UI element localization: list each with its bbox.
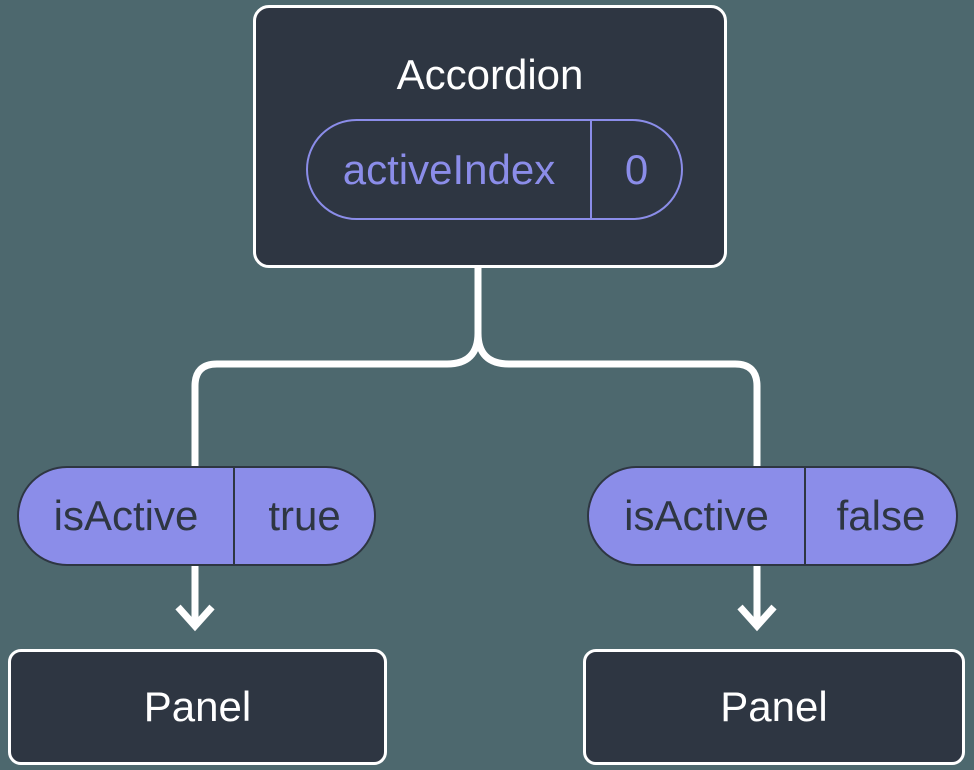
panel-component-node-right: Panel <box>583 649 965 765</box>
connector-right-branch <box>474 266 761 624</box>
prop-name-label: isActive <box>53 492 199 539</box>
component-title: Accordion <box>396 51 584 98</box>
arrow-down-left-icon <box>175 604 215 632</box>
state-pill-activeindex: activeIndex 0 <box>306 119 683 220</box>
prop-pill-isactive-true: isActive true <box>17 466 376 566</box>
prop-name-label: isActive <box>624 492 769 539</box>
accordion-component-node: Accordion activeIndex 0 <box>253 5 727 268</box>
arrow-down-right-icon <box>737 604 777 632</box>
state-name-label: activeIndex <box>342 145 556 193</box>
prop-pill-isactive-false: isActive false <box>587 466 958 566</box>
state-value-label: 0 <box>590 121 681 218</box>
prop-value-label: false <box>804 468 956 564</box>
component-title: Panel <box>720 683 828 730</box>
component-title: Panel <box>143 683 252 730</box>
connector-left-branch <box>191 266 482 624</box>
prop-value-label: true <box>233 468 374 564</box>
panel-component-node-left: Panel <box>8 649 387 765</box>
